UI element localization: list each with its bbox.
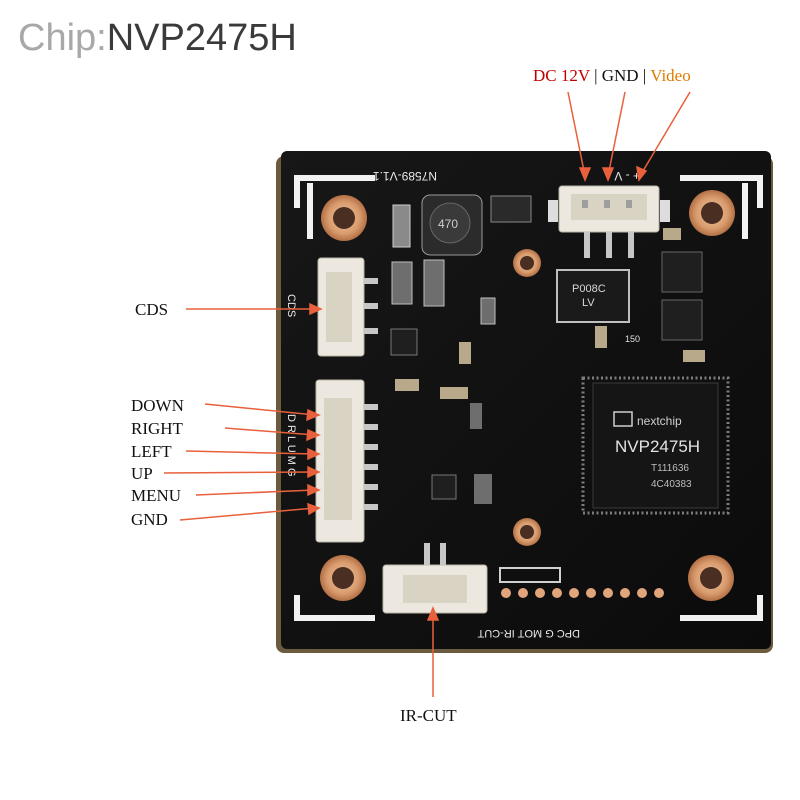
annotation-arrows [163,91,691,697]
title-prefix: Chip: [18,17,107,59]
label-up: UP [131,464,153,483]
ircut-connector [382,543,488,614]
label-dc12v: DC 12V [533,66,590,85]
inductor: 470 [421,194,483,256]
mounting-hole-tl [321,195,367,241]
regulator-line1: P008C [572,283,606,295]
silk-board-version: N7589-V1.1 [373,169,437,183]
ic-line1: T111636 [651,463,689,474]
via-center-top [513,249,541,277]
silk-bottom: DPC G MOT IR-CUT [477,627,580,639]
silk-150: 150 [625,334,640,344]
ic-brand: nextchip [637,414,682,428]
smd-components: 150 [390,195,705,583]
regulator-chip: P008C LV [556,269,630,323]
inductor-label: 470 [438,217,458,231]
silk-power-pins: + - V [614,169,640,183]
mounting-hole-tr [689,190,735,236]
ic-line2: 4C40383 [651,479,692,490]
title: Chip:NVP2475H [18,16,297,60]
label-ircut: IR-CUT [400,706,457,725]
power-connector [548,185,670,258]
label-down: DOWN [131,396,184,415]
label-right: RIGHT [131,419,183,438]
regulator-line2: LV [582,297,595,309]
via-center-bottom [513,518,541,546]
keypad-connector [315,379,378,543]
label-cds: CDS [135,300,169,319]
main-ic: nextchip NVP2475H T111636 4C40383 [581,376,730,515]
silk-keys: D R L U M G [285,414,297,477]
label-gnd: GND [131,510,168,529]
label-sep2: | [638,66,651,85]
label-video: Video [650,66,691,85]
silkscreen-frame [294,175,763,621]
bottom-pads [501,588,664,598]
mounting-hole-br [688,555,734,601]
label-power-gnd: GND [601,66,639,85]
label-left: LEFT [131,442,172,461]
label-sep1: | [589,66,602,85]
power-labels: DC 12V | GND | Video [533,66,691,86]
mounting-hole-bl [320,555,366,601]
silk-cds: CDS [285,294,297,317]
title-chip: NVP2475H [106,17,297,59]
label-menu: MENU [131,486,182,505]
ic-model: NVP2475H [615,437,700,456]
